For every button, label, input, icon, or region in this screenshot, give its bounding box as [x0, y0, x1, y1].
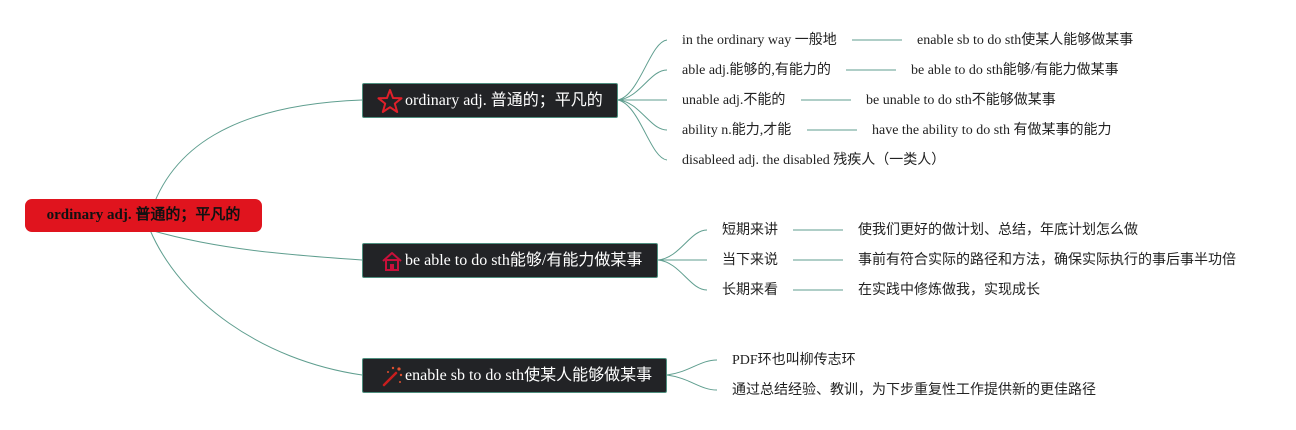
connector-b3-leaf-2 [666, 374, 718, 391]
leaf-node[interactable]: in the ordinary way 一般地 [682, 31, 837, 51]
leaf-label: PDF环也叫柳传志环 [732, 353, 856, 368]
magic-wand-icon [382, 366, 403, 387]
leaf-note-label: 使我们更好的做计划、总结，年底计划怎么做 [858, 223, 1138, 238]
leaf-note[interactable]: be able to do sth能够/有能力做某事 [911, 61, 1119, 81]
star-icon [377, 89, 403, 113]
leaf-node[interactable]: 通过总结经验、教训，为下步重复性工作提供新的更佳路径 [732, 381, 1096, 401]
leaf-label: 通过总结经验、教训，为下步重复性工作提供新的更佳路径 [732, 383, 1096, 398]
leaf-node[interactable]: ability n.能力,才能 [682, 121, 791, 141]
leaf-note-label: be unable to do sth不能够做某事 [866, 93, 1056, 108]
connector-root-branch-3 [149, 229, 363, 376]
leaf-label: 长期来看 [722, 283, 778, 298]
leaf-node[interactable]: 短期来讲 [722, 221, 778, 241]
leaf-label: ability n.能力,才能 [682, 123, 792, 138]
leaf-note-label: 在实践中修炼做我，实现成长 [858, 283, 1040, 298]
branch-node-label: enable sb to do sth使某人能够做某事 [405, 367, 653, 384]
connector-root-branch-1 [149, 99, 363, 216]
leaf-label: disableed adj. the disabled 残疾人（一类人） [682, 153, 946, 168]
connector-b3-leaf-1 [666, 359, 718, 376]
leaf-note[interactable]: 在实践中修炼做我，实现成长 [858, 281, 1040, 301]
leaf-node[interactable]: disableed adj. the disabled 残疾人（一类人） [682, 151, 945, 171]
leaf-note-label: have the ability to do sth 有做某事的能力 [872, 123, 1112, 138]
root-node[interactable]: ordinary adj. 普通的；平凡的 [25, 199, 262, 232]
connector-b1-leaf-5 [617, 99, 668, 161]
leaf-node[interactable]: 长期来看 [722, 281, 778, 301]
leaf-label: 当下来说 [722, 253, 778, 268]
house-icon [382, 252, 402, 271]
connector-b1-leaf-2 [617, 69, 668, 101]
connector-b1-leaf-1 [617, 39, 668, 101]
leaf-note-label: 事前有符合实际的路径和方法，确保实际执行的事后事半功倍 [858, 253, 1236, 268]
connector-b2-leaf-3 [657, 259, 708, 291]
root-node-label: ordinary adj. 普通的；平凡的 [46, 207, 241, 223]
leaf-note-label: enable sb to do sth使某人能够做某事 [917, 33, 1134, 48]
leaf-note[interactable]: have the ability to do sth 有做某事的能力 [872, 121, 1112, 141]
leaf-node[interactable]: 当下来说 [722, 251, 778, 271]
leaf-label: able adj.能够的,有能力的 [682, 63, 831, 78]
connector-b1-leaf-4 [617, 99, 668, 131]
connector-root-branch-2 [149, 229, 363, 261]
branch-node-enable[interactable]: enable sb to do sth使某人能够做某事 [362, 358, 667, 393]
leaf-node[interactable]: unable adj.不能的 [682, 91, 785, 111]
leaf-note[interactable]: enable sb to do sth使某人能够做某事 [917, 31, 1133, 51]
connector-b2-leaf-1 [657, 229, 708, 261]
leaf-label: unable adj.不能的 [682, 93, 786, 108]
leaf-note[interactable]: 使我们更好的做计划、总结，年底计划怎么做 [858, 221, 1138, 241]
branch-node-be-able[interactable]: be able to do sth能够/有能力做某事 [362, 243, 658, 278]
branch-node-label: ordinary adj. 普通的；平凡的 [405, 92, 603, 109]
leaf-note[interactable]: be unable to do sth不能够做某事 [866, 91, 1056, 111]
branch-node-ordinary[interactable]: ordinary adj. 普通的；平凡的 [362, 83, 618, 118]
leaf-label: 短期来讲 [722, 223, 778, 238]
leaf-node[interactable]: PDF环也叫柳传志环 [732, 351, 856, 371]
leaf-label: in the ordinary way 一般地 [682, 33, 837, 48]
branch-node-label: be able to do sth能够/有能力做某事 [405, 252, 643, 269]
leaf-note-label: be able to do sth能够/有能力做某事 [911, 63, 1119, 78]
leaf-node[interactable]: able adj.能够的,有能力的 [682, 61, 831, 81]
leaf-note[interactable]: 事前有符合实际的路径和方法，确保实际执行的事后事半功倍 [858, 251, 1236, 271]
